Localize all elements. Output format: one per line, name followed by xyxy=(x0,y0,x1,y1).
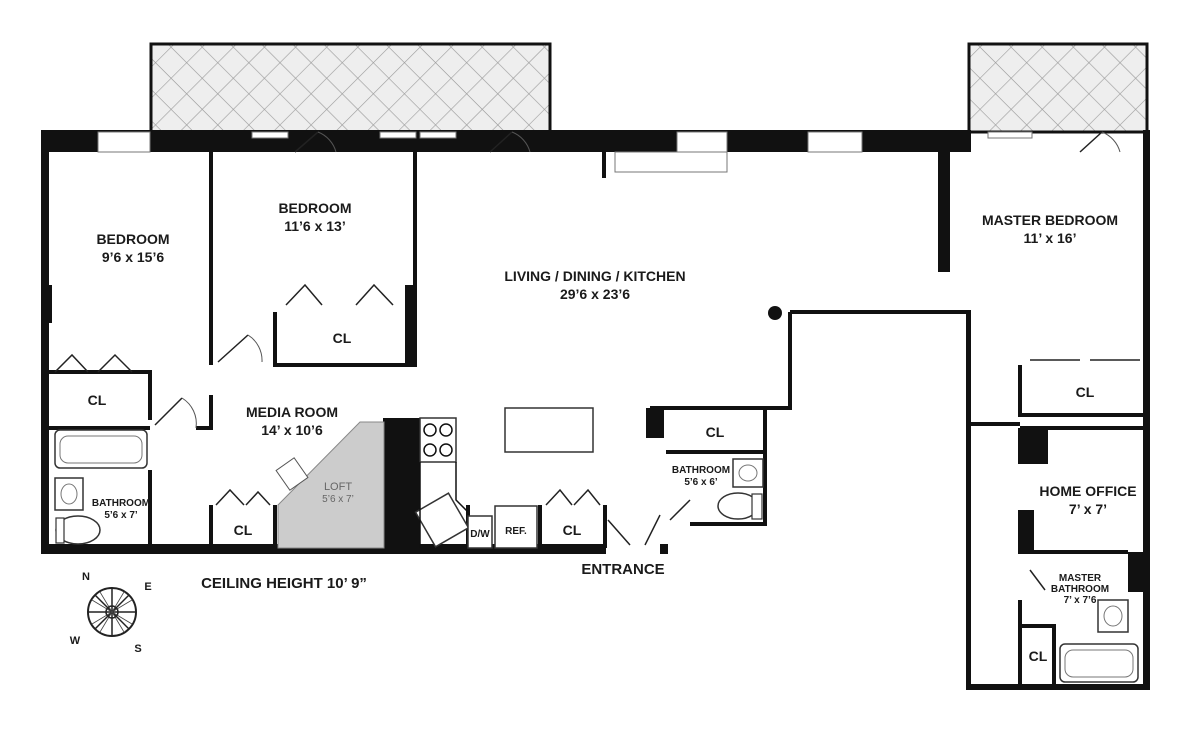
bathtub-icon xyxy=(54,429,1139,683)
bath1-name: BATHROOM xyxy=(92,498,150,509)
living-name: LIVING / DINING / KITCHEN xyxy=(504,268,685,284)
office-size: 7’ x 7’ xyxy=(1069,501,1107,517)
stair-icon xyxy=(275,457,309,491)
bath2-size: 5’6 x 6’ xyxy=(684,477,718,488)
dishwasher-label: D/W xyxy=(470,529,490,540)
closet-label: CL xyxy=(234,522,253,538)
toilet-icon xyxy=(55,492,763,545)
master-bath-size: 7’ x 7’6 xyxy=(1064,595,1097,606)
balcony-right xyxy=(967,42,1149,134)
bath2-name: BATHROOM xyxy=(672,465,730,476)
loft-size: 5’6 x 7’ xyxy=(322,494,354,505)
living-size: 29’6 x 23’6 xyxy=(560,286,630,302)
master-name: MASTER BEDROOM xyxy=(982,212,1118,228)
bedroom1-size: 9’6 x 15’6 xyxy=(102,249,164,265)
compass-w: W xyxy=(70,635,81,647)
refrigerator xyxy=(494,505,538,549)
bedroom2-name: BEDROOM xyxy=(278,200,351,216)
dishwasher xyxy=(467,515,493,549)
closet-label: CL xyxy=(1076,384,1095,400)
closet-label: CL xyxy=(1029,648,1048,664)
master-bath-name1: MASTER xyxy=(1059,573,1102,584)
media-size: 14’ x 10’6 xyxy=(261,422,323,438)
compass-n: N xyxy=(82,571,90,583)
master-bath-name2: BATHROOM xyxy=(1051,584,1109,595)
interior-walls xyxy=(42,152,1146,684)
bedroom1-name: BEDROOM xyxy=(96,231,169,247)
column xyxy=(768,306,782,320)
compass-icon xyxy=(87,587,137,637)
balcony-left xyxy=(149,42,552,134)
master-size: 11’ x 16’ xyxy=(1024,230,1077,246)
doors xyxy=(54,131,1140,591)
ceiling-height: CEILING HEIGHT 10’ 9” xyxy=(201,575,367,592)
bath1-size: 5’6 x 7’ xyxy=(104,510,138,521)
fridge-label: REF. xyxy=(505,526,527,537)
closet-label: CL xyxy=(333,330,352,346)
entrance-label: ENTRANCE xyxy=(581,561,664,578)
bedroom2-size: 11’6 x 13’ xyxy=(284,218,346,234)
media-name: MEDIA ROOM xyxy=(246,404,338,420)
compass-s: S xyxy=(134,643,141,655)
loft-name: LOFT xyxy=(324,481,352,493)
sink-icon xyxy=(54,458,1129,633)
compass-e: E xyxy=(144,581,151,593)
office-name: HOME OFFICE xyxy=(1039,483,1136,499)
loft-area xyxy=(277,421,385,549)
closet-label: CL xyxy=(706,424,725,440)
closet-label: CL xyxy=(88,392,107,408)
closet-label: CL xyxy=(563,522,582,538)
kitchen-island xyxy=(504,407,594,453)
windows xyxy=(97,131,1033,173)
stove-icon xyxy=(419,417,457,463)
